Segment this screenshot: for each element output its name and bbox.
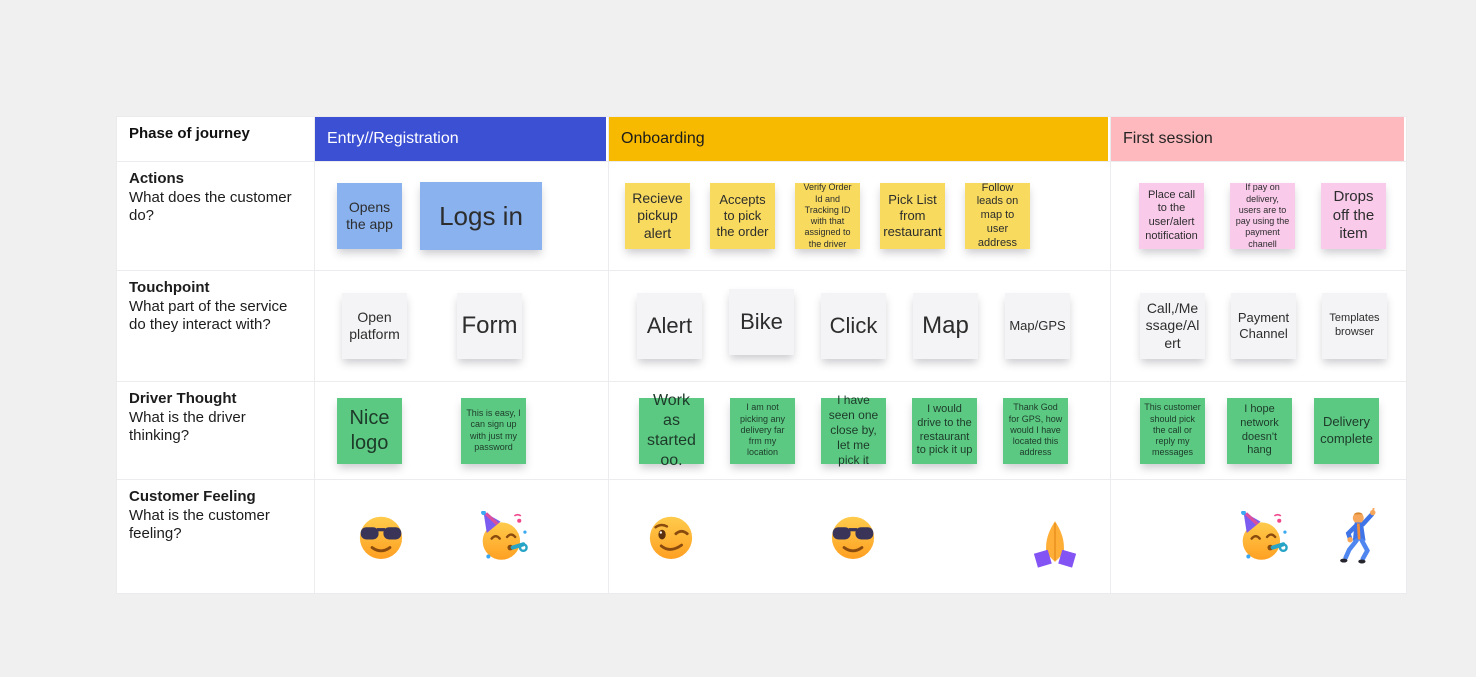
phase-bar-onboarding[interactable]: Onboarding <box>609 117 1108 161</box>
journey-map-table: Phase of journey Entry//Registration Onb… <box>117 117 1406 593</box>
row-title: Actions <box>129 170 185 187</box>
sticky-note[interactable]: Click <box>821 293 886 359</box>
sticky-note[interactable]: Follow leads on map to user address <box>965 182 1030 249</box>
sticky-note[interactable]: Payment Channel <box>1231 293 1296 359</box>
cell-actions-entry: Opens the app Logs in <box>315 162 609 271</box>
row-title: Touchpoint <box>129 279 210 296</box>
sticky-note[interactable]: Delivery complete <box>1314 397 1379 464</box>
sticky-note[interactable]: I hope network doesn't hang <box>1227 397 1292 464</box>
partying-face-emoji[interactable] <box>477 511 529 563</box>
row-header-customer-feeling[interactable]: Customer Feeling What is the customer fe… <box>117 480 315 593</box>
sticky-note[interactable]: Verify Order Id and Tracking ID with tha… <box>795 182 860 249</box>
face-with-sunglasses-emoji[interactable] <box>827 511 879 563</box>
row-header-actions[interactable]: Actions What does the customer do? <box>117 162 315 271</box>
sticky-note[interactable]: Place call to the user/alert notificatio… <box>1139 183 1204 249</box>
cell-actions-onboarding: Recieve pickup alert Accepts to pick the… <box>609 162 1111 271</box>
cell-feeling-onboarding <box>609 480 1111 593</box>
sticky-note[interactable]: Map <box>913 293 978 359</box>
sticky-note[interactable]: Map/GPS <box>1005 293 1070 359</box>
phase-bar-first-session[interactable]: First session <box>1111 117 1404 161</box>
sticky-note[interactable]: Work as started oo. <box>639 392 704 469</box>
sticky-note[interactable]: Drops off the item <box>1321 183 1386 249</box>
sticky-note[interactable]: Form <box>457 293 522 359</box>
man-dancing-emoji[interactable] <box>1332 508 1390 566</box>
row-subtitle: What does the customer do? <box>129 188 292 225</box>
sticky-note[interactable]: Accepts to pick the order <box>710 183 775 249</box>
row-subtitle: What is the driver thinking? <box>129 408 246 445</box>
sticky-note[interactable]: Alert <box>637 293 702 359</box>
phase-header-onboarding: Onboarding <box>609 117 1111 162</box>
phase-label: Entry//Registration <box>327 130 459 147</box>
sticky-note[interactable]: Logs in <box>420 182 542 250</box>
phase-header-first-session: First session <box>1111 117 1406 162</box>
sticky-note[interactable]: This customer should pick the call or re… <box>1140 397 1205 464</box>
sticky-note[interactable]: I have seen one close by, let me pick it <box>821 393 886 467</box>
cell-feeling-entry <box>315 480 609 593</box>
phase-label: First session <box>1123 130 1213 147</box>
phase-bar-entry-registration[interactable]: Entry//Registration <box>315 117 606 161</box>
folded-hands-emoji[interactable] <box>1029 518 1081 570</box>
sticky-note[interactable]: Call,/Message/Alert <box>1140 293 1205 359</box>
sticky-note[interactable]: Open platform <box>342 293 407 359</box>
sticky-note[interactable]: Nice logo <box>337 397 402 464</box>
cell-touchpoint-onboarding: Alert Bike Click Map Map/GPS <box>609 271 1111 382</box>
sticky-note[interactable]: Recieve pickup alert <box>625 183 690 249</box>
row-header-touchpoint[interactable]: Touchpoint What part of the service do t… <box>117 271 315 382</box>
partying-face-emoji[interactable] <box>1237 511 1289 563</box>
cell-feeling-first-session <box>1111 480 1406 593</box>
sticky-note[interactable]: I would drive to the restaurant to pick … <box>912 397 977 464</box>
row-subtitle: What is the customer feeling? <box>129 506 270 543</box>
phase-of-journey-label: Phase of journey <box>129 125 250 142</box>
row-title: Driver Thought <box>129 390 237 407</box>
phase-header-entry-registration: Entry//Registration <box>315 117 609 162</box>
sticky-note[interactable]: Pick List from restaurant <box>880 183 945 249</box>
cell-touchpoint-first-session: Call,/Message/Alert Payment Channel Temp… <box>1111 271 1406 382</box>
row-subtitle: What part of the service do they interac… <box>129 297 288 334</box>
sticky-note[interactable]: Opens the app <box>337 183 402 249</box>
cell-driver-thought-first-session: This customer should pick the call or re… <box>1111 382 1406 480</box>
sticky-note[interactable]: Bike <box>729 289 794 355</box>
cell-driver-thought-entry: Nice logo This is easy, I can sign up wi… <box>315 382 609 480</box>
cell-driver-thought-onboarding: Work as started oo. I am not picking any… <box>609 382 1111 480</box>
cell-touchpoint-entry: Open platform Form <box>315 271 609 382</box>
sticky-note[interactable]: I am not picking any delivery far frm my… <box>730 397 795 464</box>
phase-label: Onboarding <box>621 130 705 147</box>
sticky-note[interactable]: Templates browser <box>1322 293 1387 359</box>
sticky-note[interactable]: This is easy, I can sign up with just my… <box>461 397 526 464</box>
row-header-driver-thought[interactable]: Driver Thought What is the driver thinki… <box>117 382 315 480</box>
phase-of-journey-header[interactable]: Phase of journey <box>117 117 315 162</box>
sticky-note[interactable]: If pay on delivery, users are to pay usi… <box>1230 182 1295 249</box>
face-with-sunglasses-emoji[interactable] <box>355 511 407 563</box>
row-title: Customer Feeling <box>129 488 256 505</box>
cell-actions-first-session: Place call to the user/alert notificatio… <box>1111 162 1406 271</box>
sticky-note[interactable]: Thank God for GPS, how would I have loca… <box>1003 397 1068 464</box>
winking-face-emoji[interactable] <box>645 511 697 563</box>
